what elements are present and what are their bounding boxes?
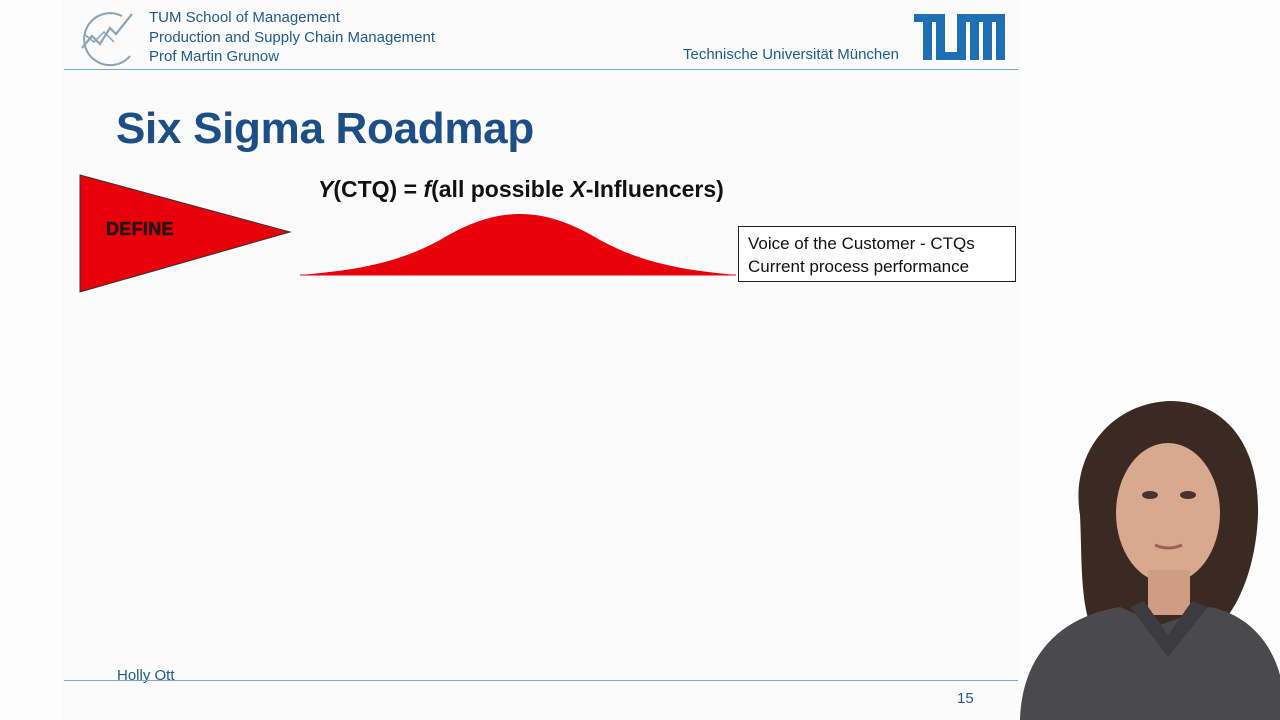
voice-of-customer-box: Voice of the Customer - CTQs Current pro… (738, 226, 1016, 282)
define-label: DEFINE (106, 219, 174, 239)
info-line-voc: Voice of the Customer - CTQs (748, 234, 975, 253)
formula-y: Y (318, 176, 334, 202)
formula-x: X (570, 176, 586, 202)
formula-mid: (all possible (431, 176, 571, 202)
page-number: 15 (957, 690, 974, 707)
presenter-collar (1130, 601, 1208, 657)
presenter-neck (1148, 570, 1190, 615)
tum-school-logo-icon (81, 12, 133, 66)
footer-divider (64, 680, 1018, 681)
formula-end: -Influencers) (585, 176, 724, 202)
header-affiliation: TUM School of Management Production and … (149, 8, 435, 67)
tum-logo-icon (914, 14, 1005, 60)
formula-text: Y(CTQ) = f(all possible X-Influencers) (318, 176, 724, 203)
formula-ctq: (CTQ) = (333, 176, 424, 202)
header-divider (64, 69, 1018, 70)
formula-f: f (423, 176, 432, 202)
header-line-chair: Production and Supply Chain Management (149, 28, 436, 46)
info-line-performance: Current process performance (748, 257, 970, 276)
define-pennant-shape (79, 174, 292, 293)
slide-title: Six Sigma Roadmap (116, 104, 534, 153)
presenter-video-image (1020, 401, 1280, 720)
author-name: Holly Ott (117, 667, 175, 684)
slide-canvas (62, 0, 1020, 720)
header-line-professor: Prof Martin Grunow (149, 48, 280, 65)
header-line-school: TUM School of Management (149, 9, 340, 26)
presenter-face (1116, 443, 1220, 583)
distribution-curve-shape (300, 214, 736, 275)
presenter-shoulders (1020, 607, 1280, 720)
university-name: Technische Universität München (683, 46, 899, 63)
